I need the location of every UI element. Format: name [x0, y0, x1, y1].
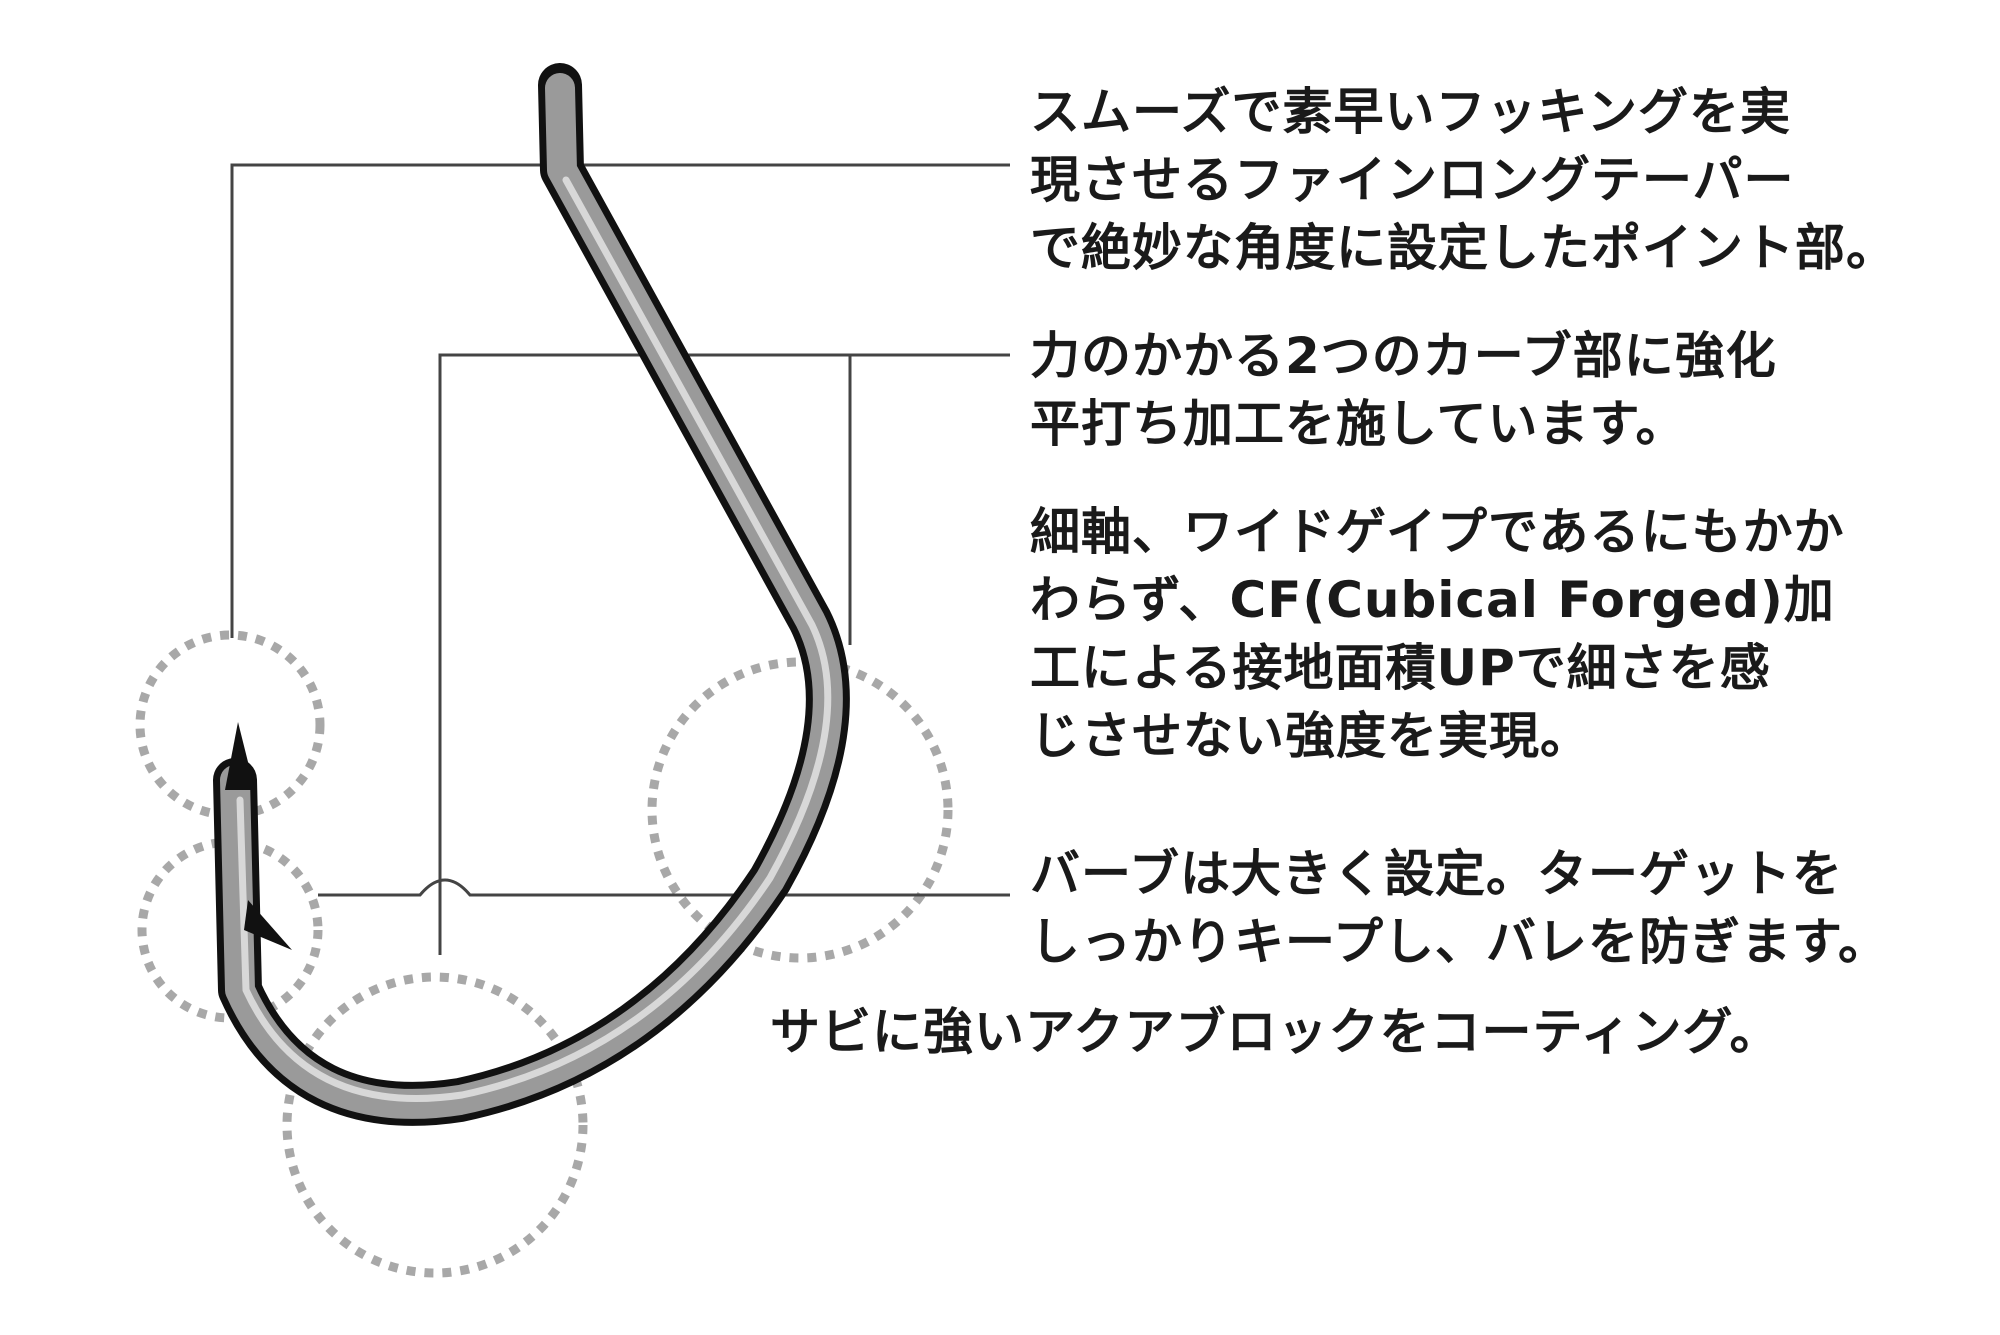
callout-point-line-3: で絶妙な角度に設定したポイント部。 [1030, 219, 1897, 277]
leader-lines [230, 163, 1010, 955]
callout-point: スムーズで素早いフッキングを実 現させるファインロングテーパー で絶妙な角度に設… [1030, 78, 1897, 282]
callout-barb-line-2: しっかりキープし、バレを防ぎます。 [1030, 913, 1889, 971]
leader-line-barb [318, 878, 1010, 897]
hook-point [225, 722, 255, 790]
callout-barb: バーブは大きく設定。ターゲットを しっかりキープし、バレを防ぎます。 [1030, 840, 1889, 976]
callout-forged-line-3: 工による接地面積UPで細さを感 [1030, 639, 1771, 697]
callout-curve-line-1: 力のかかる2つのカーブ部に強化 [1030, 327, 1777, 385]
zone-circle-shank-curve [647, 657, 953, 963]
callout-forged-line-4: じさせない強度を実現。 [1030, 707, 1591, 765]
callout-curve: 力のかかる2つのカーブ部に強化 平打ち加工を施しています。 [1030, 322, 1777, 458]
hook-barb [244, 900, 292, 950]
zone-circle-point [135, 630, 325, 820]
leader-line-point [230, 163, 1010, 638]
callout-point-line-2: 現させるファインロングテーパー [1030, 151, 1795, 209]
hook-body-outline [213, 63, 850, 1126]
hook-body-highlight [236, 176, 832, 1102]
callout-point-line-1: スムーズで素早いフッキングを実 [1030, 83, 1791, 141]
callout-forged-line-2: わらず、CF(Cubical Forged)加 [1030, 571, 1835, 629]
callout-forged-line-1: 細軸、ワイドゲイプであるにもかか [1030, 503, 1845, 561]
callout-coating-line-1: サビに強いアクアブロックをコーティング。 [770, 1003, 1781, 1061]
callout-forged: 細軸、ワイドゲイプであるにもかか わらず、CF(Cubical Forged)加… [1030, 498, 1845, 770]
callout-barb-line-1: バーブは大きく設定。ターゲットを [1030, 845, 1843, 903]
callout-curve-line-2: 平打ち加工を施しています。 [1030, 395, 1687, 453]
hook [213, 63, 850, 1126]
leader-line-curve [438, 353, 1010, 955]
callout-coating: サビに強いアクアブロックをコーティング。 [770, 998, 1781, 1066]
zone-circle-bend [282, 972, 588, 1278]
